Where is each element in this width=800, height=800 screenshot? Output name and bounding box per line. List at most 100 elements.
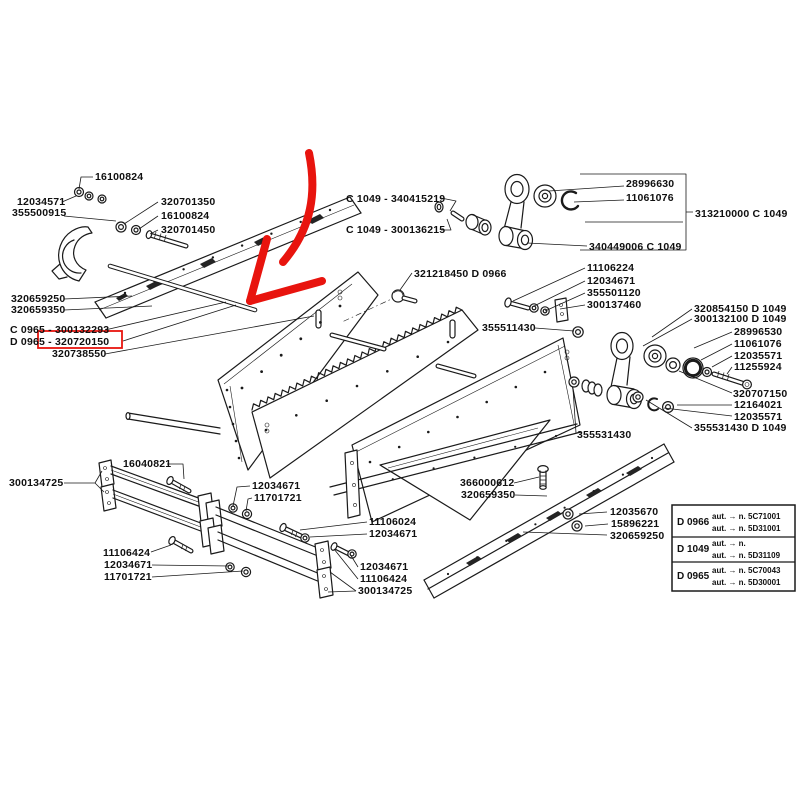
part-label: 12035571 (734, 350, 782, 362)
part-label: 28996630 (626, 178, 674, 190)
rear-wall-rivets (240, 304, 342, 390)
knife-section (466, 556, 482, 566)
snap-ring (560, 190, 580, 211)
rivet-dot (446, 340, 450, 344)
bolt-head (391, 289, 405, 303)
bearing (533, 184, 557, 208)
rivet-dot (225, 388, 229, 392)
part-label: 313210000 C 1049 (695, 208, 788, 220)
part-label: 321218450 D 0966 (414, 268, 507, 280)
legend-code: D 0965 (677, 571, 710, 582)
bolt-11106024-drawing (279, 522, 304, 539)
bolt-11106424-drawing (168, 535, 194, 554)
rivet-dot (234, 439, 238, 443)
part-label: 11701721 (254, 492, 302, 504)
rivet-dot (476, 556, 479, 559)
part-label: 11061076 (626, 192, 674, 204)
part-labels: 16100824 12034571 355500915 320701350 16… (9, 171, 788, 597)
part-label: 12035670 (610, 506, 658, 518)
rivet-dot (338, 304, 342, 308)
slot-hole (315, 309, 322, 329)
leader-lines (61, 173, 733, 593)
legend-entry: aut. → n. (712, 539, 746, 548)
bolt-366000612-drawing (537, 465, 549, 490)
part-label: 340449006 C 1049 (589, 241, 682, 253)
knife-section (506, 533, 522, 543)
rivet-dot (386, 370, 389, 373)
rivet-dot (397, 445, 401, 449)
rivet-dot (228, 405, 232, 409)
rivet-dot (514, 445, 517, 448)
rivet-dot (543, 370, 547, 374)
rivet-dot (473, 456, 476, 459)
rivet-dot (319, 321, 322, 324)
part-label: 16100824 (95, 171, 143, 183)
knife-bar-rivets (446, 456, 654, 576)
part-label: 16040821 (123, 458, 171, 470)
part-label: 11255924 (734, 361, 782, 373)
part-label: 12034671 (104, 559, 152, 571)
part-label: 320659350 (11, 304, 65, 316)
knife-section (626, 466, 642, 476)
part-label: 11106424 (103, 547, 150, 559)
rivet-dot (299, 337, 303, 341)
rivet-dot (240, 386, 244, 390)
knife-section (586, 488, 602, 498)
rivet-dot (427, 430, 430, 434)
part-label: 320701450 (161, 224, 215, 236)
part-label: 320659250 (610, 530, 664, 542)
part-label: 12034671 (252, 480, 300, 492)
legend-code: D 1049 (677, 544, 710, 555)
part-label: 11061076 (734, 338, 782, 350)
middle-wall-rivets (264, 340, 450, 432)
bolt-11255924-drawing (711, 370, 752, 390)
rivet-dot (534, 523, 537, 526)
part-label: 320854150 D 1049 (694, 303, 787, 315)
part-label: 355500915 (12, 207, 66, 219)
leader-line (64, 463, 609, 593)
part-label: 320659250 (11, 293, 65, 305)
stud-bolt-drawing (145, 230, 189, 249)
part-label: C 1049 - 300136215 (346, 224, 445, 236)
part-label: 16100824 (161, 210, 209, 222)
part-label: 320659350 (461, 489, 515, 501)
rivet-dot (295, 414, 298, 417)
rivet-dot (325, 399, 329, 403)
lower-tube-assemblies (98, 459, 357, 599)
rivet-dot (328, 208, 332, 212)
rivet-dot (432, 467, 435, 470)
part-label: 12034571 (17, 196, 65, 208)
part-label: 12034671 (360, 561, 408, 573)
legend-table: D 0966 aut. → n. 5C71001 aut. → n. 5D310… (671, 504, 796, 592)
part-label: C 1049 - 340415219 (346, 193, 445, 205)
rivet-dot (279, 353, 283, 357)
part-label: 12035571 (734, 411, 782, 423)
gusset-brace (379, 419, 551, 521)
part-label: 15896221 (611, 518, 659, 530)
legend-entry: aut. → n. 5D31001 (712, 524, 781, 533)
rivet-dot (240, 244, 244, 247)
middle-fasteners (391, 289, 584, 338)
legend-entry: aut. → n. 5C70043 (712, 566, 781, 575)
part-label: 11106224 (587, 262, 634, 274)
rivet-dot (621, 473, 625, 476)
guard-clip (200, 258, 216, 268)
rivet-dot (416, 355, 420, 359)
snap-ring (647, 397, 659, 412)
rivet-dot (123, 291, 127, 295)
skid-shoe-drawing (51, 226, 93, 282)
rivet-dot (368, 460, 372, 464)
leader-line (440, 173, 693, 251)
rivet-dot (554, 434, 558, 438)
part-label: 355511430 (482, 322, 536, 334)
knife-section (546, 511, 562, 521)
knife-bar-drawing (423, 443, 675, 599)
rivet-dot (264, 428, 268, 432)
part-label: 12164021 (734, 399, 782, 411)
pitman-rod-lower (568, 331, 752, 414)
legend-entry: aut. → n. 5D31109 (712, 551, 781, 560)
part-label: 12034671 (369, 528, 417, 540)
rivet-dot (650, 456, 654, 460)
